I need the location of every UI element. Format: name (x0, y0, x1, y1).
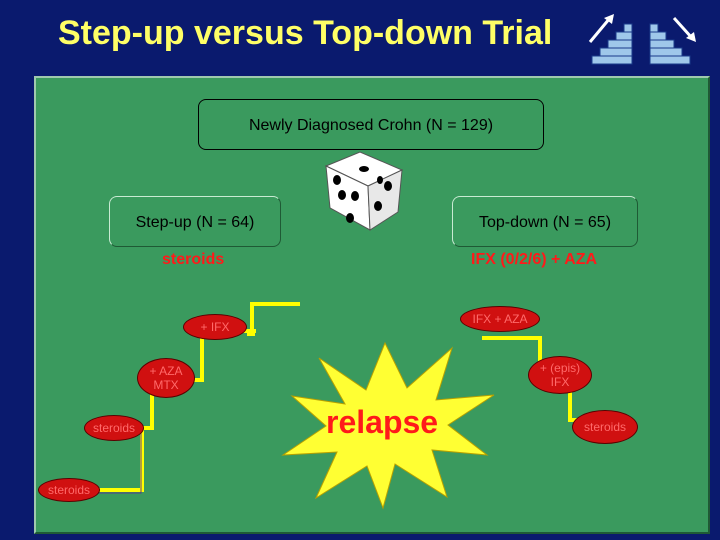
top-down-label: Top-down (N = 65) (478, 214, 612, 231)
starburst-icon (281, 341, 495, 510)
top-down-oval-epis-ifx: + (epis) IFX (528, 356, 592, 394)
oval-label-line2: MTX (153, 378, 179, 392)
step-up-label: Step-up (N = 64) (135, 214, 255, 231)
top-down-box: Top-down (N = 65) (452, 196, 638, 247)
dice-icon (324, 151, 404, 231)
step-up-oval-steroids-1: steroids (38, 478, 100, 502)
oval-label: IFX + AZA (472, 312, 528, 326)
top-down-oval-ifx-aza: IFX + AZA (460, 306, 540, 332)
top-down-treatment: IFX (0/2/6) + AZA (471, 251, 598, 268)
stairs-down-icon (649, 16, 696, 65)
stairs-up-icon (588, 14, 633, 65)
step-up-oval-ifx: + IFX (183, 314, 247, 340)
oval-label: steroids (583, 420, 627, 434)
root-label: Newly Diagnosed Crohn (N = 129) (248, 117, 494, 134)
slide-title: Step-up versus Top-down Trial (58, 14, 553, 52)
oval-label-line1: + AZA (149, 364, 183, 378)
top-down-oval-steroids: steroids (572, 410, 638, 444)
root-box: Newly Diagnosed Crohn (N = 129) (198, 99, 544, 150)
oval-label: steroids (92, 421, 136, 435)
oval-label-line1: + (epis) (539, 361, 581, 375)
oval-label: + IFX (200, 320, 230, 334)
step-up-stair-line (56, 329, 256, 492)
oval-label-line2: IFX (550, 375, 570, 389)
step-up-oval-aza-mtx: + AZA MTX (137, 358, 195, 398)
oval-label: steroids (47, 483, 91, 497)
step-up-oval-steroids-2: steroids (84, 415, 144, 441)
step-up-box: Step-up (N = 64) (109, 196, 281, 247)
step-up-treatment: steroids (162, 251, 225, 268)
relapse-label: relapse (326, 404, 439, 440)
